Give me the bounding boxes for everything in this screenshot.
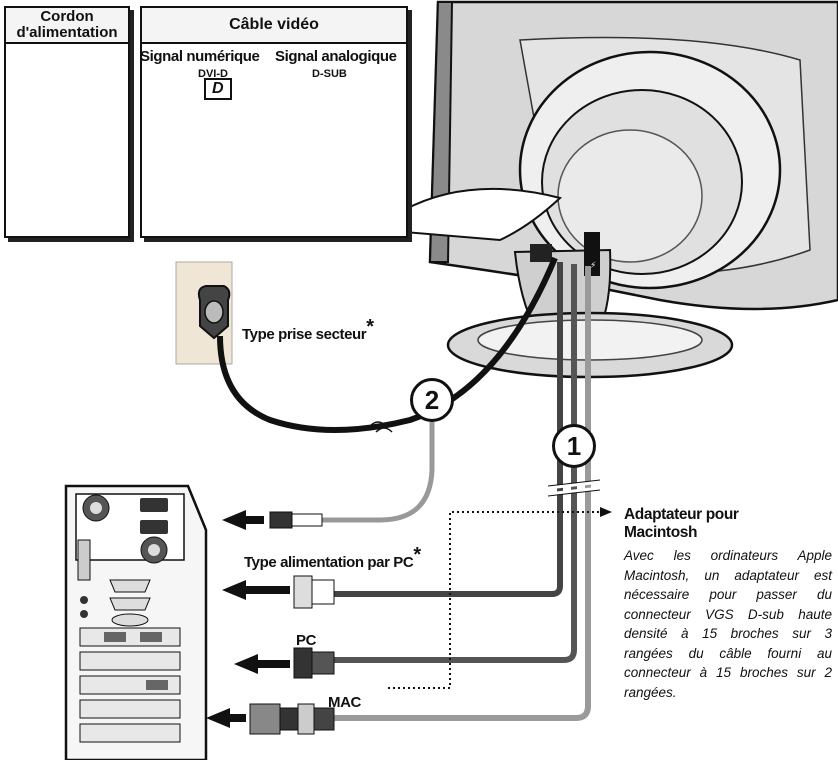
power-cord-title: Cordon d'alimentation xyxy=(6,8,128,44)
mac-connector-label: MAC xyxy=(328,694,361,711)
callout-bubble xyxy=(403,187,563,242)
adapter-title: Adaptateur pour Macintosh xyxy=(624,506,739,541)
pc-power-text: Type alimentation par PC xyxy=(244,554,414,571)
wall-outlet-text: Type prise secteur xyxy=(242,326,367,343)
wall-outlet-illustration xyxy=(175,261,233,365)
analog-signal-label: Signal analogique xyxy=(275,48,397,65)
power-cord-panel: Cordon d'alimentation xyxy=(4,6,130,238)
power-cable xyxy=(217,256,558,433)
monitor-illustration: ⚡ xyxy=(428,0,838,379)
dvi-letter: D xyxy=(204,78,232,100)
pc-power-label: Type alimentation par PC* xyxy=(244,544,421,571)
wall-outlet-asterisk: * xyxy=(366,316,374,338)
step-2-marker: 2 xyxy=(410,378,454,422)
step-1-marker: 1 xyxy=(552,424,596,468)
pc-side-connectors xyxy=(206,510,335,735)
pc-connector-label: PC xyxy=(296,632,317,649)
digital-signal-label: Signal numérique xyxy=(140,48,260,65)
wall-outlet-label: Type prise secteur* xyxy=(242,316,374,343)
pc-tower-illustration xyxy=(64,484,208,760)
dvi-d-tag: DVI-D xyxy=(198,68,228,80)
video-cable-title: Câble vidéo xyxy=(142,8,406,44)
pc-power-asterisk: * xyxy=(413,544,421,566)
d-sub-tag: D-SUB xyxy=(312,68,347,80)
pc-power-cable xyxy=(322,415,435,523)
video-cable-panel: Câble vidéo Signal numérique Signal anal… xyxy=(140,6,408,238)
svg-text:⚡: ⚡ xyxy=(590,261,596,271)
adapter-description: Avec les ordinateurs Apple Macintosh, un… xyxy=(624,548,832,700)
